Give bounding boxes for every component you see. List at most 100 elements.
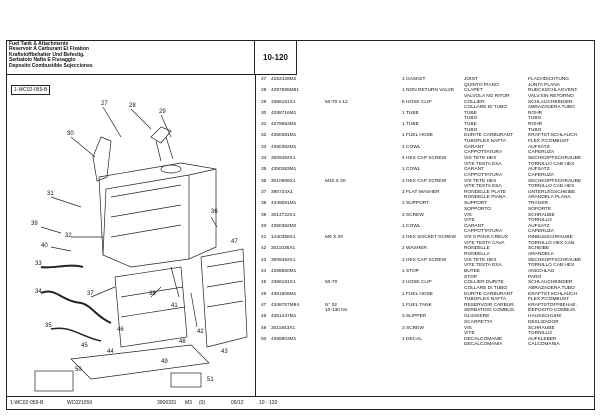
description-de-es: KRAFTST.SCHLAUCH (528, 291, 578, 297)
item-number: 39 (261, 212, 267, 218)
part-number: 3011035X1 (271, 246, 296, 252)
description-de-es: UNTERLEGSCHEIBE (528, 189, 576, 195)
description-fr-it: TUBOFLEX NAFTA (464, 138, 507, 144)
description-en: FUEL HOSE (406, 133, 434, 139)
description-en: HOSE CLIP (406, 280, 432, 286)
item-number: 28 (261, 88, 267, 94)
quantity: 1 (402, 144, 405, 150)
quantity: 1 (402, 269, 405, 275)
part-number: 3386181X1 (271, 280, 296, 286)
item-number: 40 (261, 223, 267, 229)
description-de-es: TORNILLO CAB HEX (528, 263, 575, 269)
description-en: SLIPPER (406, 314, 427, 320)
description-en: SCREW (406, 325, 424, 331)
description-fr-it: CAPPOTTATURA (464, 150, 503, 156)
item-number: 46 (261, 291, 267, 297)
fuel-tank-shape (98, 162, 217, 268)
callout-30: 30 (67, 131, 74, 137)
part-note: M10 X 20 (325, 178, 346, 184)
description-fr-it: DURITE CARBURANT (464, 133, 514, 139)
description-de-es: ARANDELA (528, 251, 554, 257)
description-de-es: TUBO (528, 116, 542, 122)
part-note-2: 10-130 No (325, 308, 348, 314)
footer-section-no: (0) (199, 400, 206, 406)
description-en: WASHER (406, 246, 427, 252)
callout-43: 43 (221, 349, 228, 355)
callout-31: 31 (47, 191, 54, 197)
description-fr-it: TUBE (464, 122, 477, 128)
part-number: 4262429M2 (271, 77, 297, 82)
quantity: 1 (402, 291, 405, 297)
quantity: 2 (402, 178, 405, 184)
callout-46: 46 (117, 327, 124, 333)
description-fr-it: RONDELLE PIANA (464, 195, 506, 201)
quantity: 1 (402, 77, 405, 82)
description-fr-it: RONDELLE PLATE (464, 189, 507, 195)
description-fr-it: BUTEE (464, 269, 480, 275)
description-de-es: TORNILLO HEX CAB (528, 240, 575, 246)
description-fr-it: CAPPOTTATURA (464, 172, 503, 178)
description-de-es: KRAFTSTOFFBEHAE. (528, 302, 577, 308)
secondary-tank-shape (200, 248, 248, 348)
item-number: 31 (261, 122, 267, 128)
item-number: 45 (261, 280, 267, 286)
description-de-es: ANSCHLAG (528, 269, 555, 275)
item-number: 30 (261, 110, 267, 116)
description-en: COWL (406, 223, 421, 229)
quantity: 2 (402, 235, 405, 241)
description-fr-it: GLISSIERE (464, 314, 490, 320)
item-number: 33 (261, 144, 267, 150)
quantity: 1 (402, 336, 405, 342)
part-number: 3009492X1 (271, 156, 296, 162)
description-de-es: DEPOSITO COMBUS. (528, 308, 577, 314)
item-number: 43 (261, 257, 267, 263)
description-en: FLAT WASHER (406, 189, 440, 195)
description-de-es: SOPORTE (528, 206, 552, 212)
description-fr-it: SOPPORTO (464, 206, 492, 212)
description-fr-it: COLLIER (464, 99, 485, 105)
description-de-es: VALV.SIN RETORNO (528, 93, 574, 99)
description-fr-it: VIS TETE HEX (464, 178, 497, 184)
column-divider (255, 75, 256, 397)
description-fr-it: SERBATOIO COMBUS. (464, 308, 516, 314)
description-en: FUEL HOSE (406, 291, 434, 297)
description-de-es: TORNILLO (528, 218, 552, 224)
quantity: 2 (402, 189, 405, 195)
support-frame-shape (114, 266, 188, 348)
description-fr-it: CLAPET (464, 88, 483, 94)
item-number: 36 (261, 178, 267, 184)
item-number: 44 (261, 269, 267, 275)
description-de-es: JUNTA PLANA (528, 82, 560, 88)
callout-27: 27 (101, 101, 108, 107)
description-de-es: SECHKOPFSCHRAUBE (528, 257, 582, 263)
description-de-es: SCHLAUCHBINDER (528, 280, 573, 286)
description-en: HEX CAP SCREW (406, 156, 447, 162)
description-fr-it: TUBOFLEX NAFTA (464, 297, 507, 303)
title-line-de: Kraftstoffbehalter Und Befestig. (9, 51, 85, 58)
title-line-es: Deposito Combustible Sujecciones (9, 62, 93, 69)
description-de-es: CAPERUZA (528, 229, 555, 235)
callout-38: 38 (149, 291, 156, 297)
item-number: 48 (261, 314, 267, 320)
callout-42: 42 (197, 329, 204, 335)
description-de-es: HAUSSCHUHE (528, 314, 562, 320)
part-note: 50-70 (325, 280, 338, 286)
description-de-es: AUFSATZ (528, 223, 550, 229)
callout-41: 41 (171, 303, 178, 309)
description-fr-it: VITE (464, 331, 475, 337)
item-number: 37 (261, 189, 267, 195)
description-fr-it: SCARPETTA (464, 319, 493, 325)
quantity: 1 (402, 133, 405, 139)
figure-reference: 1-WC02-059-B (11, 85, 51, 95)
part-number: 3014722X1 (271, 212, 296, 218)
parts-sheet: Fuel Tank & Attachments Reservoir A Carb… (6, 40, 595, 410)
description-fr-it: VIS (464, 325, 472, 331)
quantity: 1 (402, 167, 405, 173)
description-de-es: ABRAZADERA TUBO (528, 285, 575, 291)
